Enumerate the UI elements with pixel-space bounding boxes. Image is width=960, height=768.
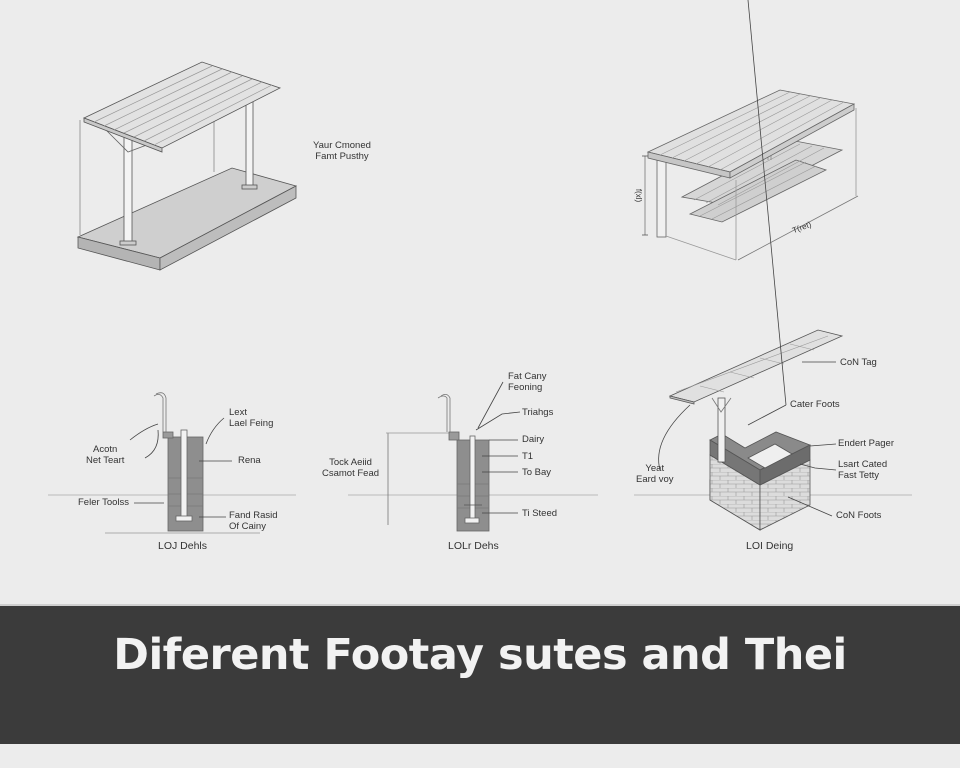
label-rena: Rena (238, 455, 261, 466)
pier-footing-drawing-1 (48, 392, 296, 534)
label-feler-toolss: Feler Toolss (78, 497, 130, 508)
label-yeat: Yeat Eard voy (636, 463, 674, 485)
pier-footing-drawing-2 (348, 381, 598, 532)
label-line-1: Yaur Cmoned (313, 140, 371, 151)
carport-dimension-drawing (642, 89, 859, 261)
caption-bottom-right: LOI Deing (746, 540, 794, 552)
caption-bottom-middle: LOLr Dehs (448, 540, 499, 552)
banner-title: Diferent Footay sutes and Thei (113, 630, 847, 680)
label-tock-aeiid: Tock Aeiid Csamot Fead (322, 457, 380, 479)
label-lext: Lext Lael Feing (229, 407, 274, 429)
carport-slab-label: Yaur Cmoned Famt Pusthy (313, 140, 371, 162)
label-line-2: Famt Pusthy (315, 151, 369, 162)
label-t1: T1 (522, 451, 534, 462)
height-dimension-label: f(xl) (634, 188, 644, 203)
label-ti-steed: Ti Steed (522, 508, 558, 519)
caption-bottom-left: LOJ Dehls (158, 540, 208, 552)
label-fat-cany: Fat Cany Feoning (508, 371, 547, 393)
label-lsart-cated: Lsart Cated Fast Tetty (838, 459, 888, 481)
carport-slab-drawing (76, 61, 298, 271)
label-colt-foots: CoN Foots (836, 510, 882, 521)
label-cater-foots: Cater Foots (790, 399, 840, 410)
label-acotn: Acotn Net Teart (86, 444, 125, 466)
label-colt-tag: CoN Tag (840, 357, 877, 368)
diagram-area: Yaur Cmoned Famt Pusthy f(xl) T(ret) Lex… (48, 0, 912, 552)
label-to-bay: To Bay (522, 467, 552, 478)
label-triahgs: Triahgs (522, 407, 554, 418)
diagram-drawings (48, 0, 912, 534)
title-banner: Diferent Footay sutes and Thei (0, 604, 960, 744)
brick-pier-drawing (634, 0, 912, 531)
label-dairy: Dairy (522, 434, 545, 445)
label-endert-pager: Endert Pager (838, 438, 894, 449)
label-fand-rasid: Fand Rasid Of Cainy (229, 510, 278, 532)
